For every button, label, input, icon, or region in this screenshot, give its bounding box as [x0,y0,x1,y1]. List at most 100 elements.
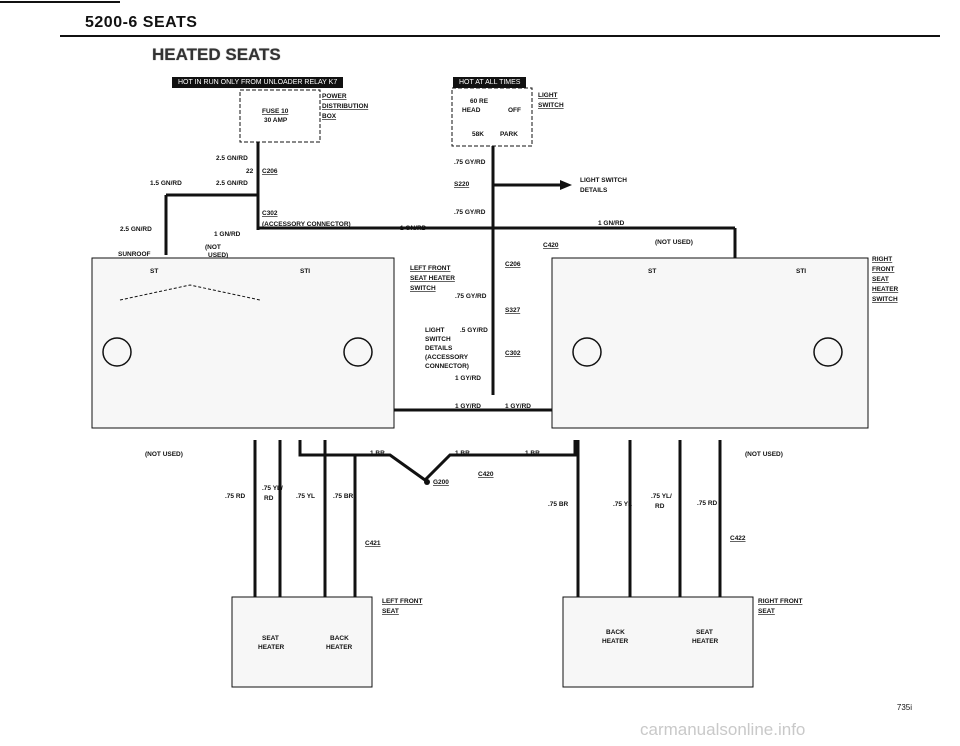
light-switch-details-1: LIGHT SWITCH [580,177,627,184]
not-used-right-2: (NOT USED) [745,451,783,458]
wire-1-gyrd-2: 1 GY/RD [455,403,481,410]
pin-22: 22 [246,168,254,175]
power-distribution-box [239,89,321,143]
connector-c302-a: C302 [262,210,278,217]
hot-in-run-label: HOT IN RUN ONLY FROM UNLOADER RELAY K7 [172,77,344,88]
wire-75-gyrd: .75 GY/RD [454,159,486,166]
light-switch-label-2: SWITCH [538,102,564,109]
wire-1-gnrd: 1 GN/RD [214,231,241,238]
connector-c421: C421 [365,540,381,547]
details2-2: SWITCH [425,336,451,343]
right-seat-box [562,596,754,688]
left-seat-heater-1: SEAT [262,635,279,642]
right-seat-heater-2: HEATER [692,638,719,645]
left-switch-label-3: SWITCH [410,285,436,292]
wire-1br-c: 1 BR [525,450,540,457]
section-title: HEATED SEATS [152,45,281,64]
left-switch-block [91,257,395,429]
right-indicator-lamp-2 [813,337,843,367]
right-switch-label-5: SWITCH [872,296,898,303]
light-pos-2: HEAD [462,107,481,114]
wire-rd-right: RD [655,503,665,510]
left-seat-label-2: SEAT [382,608,399,615]
left-back-heater-2: HEATER [326,644,353,651]
left-switch-label-2: SEAT HEATER [410,275,455,282]
light-switch-label-1: LIGHT [538,92,558,99]
sunroof-label: SUNROOF [118,251,151,258]
wire-1-gnrd-2: 1 GN/RD [400,225,427,232]
right-switch-label-1: RIGHT [872,256,892,263]
watermark: carmanualsonline.info [640,720,806,739]
light-pos-4: 58K [472,131,484,138]
left-indicator-lamp-2 [343,337,373,367]
wire-1br-b: 1 BR [455,450,470,457]
right-back-heater-2: HEATER [602,638,629,645]
left-seat-box [231,596,373,688]
not-used-right: (NOT USED) [655,239,693,246]
wire-75br-right: .75 BR [548,501,569,508]
details2-1: LIGHT [425,327,445,334]
wire-15-gnrd: 1.5 GN/RD [150,180,182,187]
wire-75yl-right: .75 YL [613,501,632,508]
pin-st-right: ST [648,268,656,275]
left-switch-label-1: LEFT FRONT [410,265,450,272]
wire-25-gnrd: 2.5 GN/RD [216,155,248,162]
right-back-heater-1: BACK [606,629,625,636]
power-dist-label-1: POWER [322,93,347,100]
wire-1br-a: 1 BR [370,450,385,457]
right-switch-block [551,257,869,429]
connector-c422: C422 [730,535,746,542]
pin-sti-right: STI [796,268,806,275]
light-pos-5: PARK [500,131,518,138]
power-dist-label-3: BOX [322,113,337,120]
wire-25-gnrd-2: 2.5 GN/RD [216,180,248,187]
not-used-stack-1: (NOT [205,244,221,251]
right-indicator-lamp [572,337,602,367]
right-seat-label-1: RIGHT FRONT [758,598,802,605]
wire-75yl-slash-right: .75 YL/ [651,493,672,500]
details2-4: (ACCESSORY [425,354,469,361]
wire-75-gyrd-3: .75 GY/RD [455,293,487,300]
wire-75br-left: .75 BR [333,493,354,500]
right-switch-label-2: FRONT [872,266,894,273]
light-switch-details-2: DETAILS [580,187,608,194]
splice-s327: S327 [505,307,521,314]
light-pos-1: 60 RE [470,98,489,105]
wire-75-gyrd-2: .75 GY/RD [454,209,486,216]
right-switch-label-3: SEAT [872,276,889,283]
not-used-left: (NOT USED) [145,451,183,458]
pin-st-left: ST [150,268,158,275]
connector-c420-a: C420 [543,242,559,249]
right-seat-heater-1: SEAT [696,629,713,636]
left-seat-heater-2: HEATER [258,644,285,651]
details2-3: DETAILS [425,345,453,352]
ground-g200: G200 [433,479,449,486]
wire-75yl-slash-left: .75 YL/ [262,485,283,492]
details2-5: CONNECTOR) [425,363,469,370]
wire-75yl-left: .75 YL [296,493,315,500]
wire-75rd-right: .75 RD [697,500,718,507]
accessory-connector-label: (ACCESSORY CONNECTOR) [262,221,351,228]
wire-25-gnrd-3: 2.5 GN/RD [120,226,152,233]
fuse-amp-label: 30 AMP [264,117,288,124]
wire-5-gyrd: .5 GY/RD [460,327,488,334]
hot-at-all-times-label: HOT AT ALL TIMES [453,77,527,88]
splice-s220: S220 [454,181,470,188]
left-back-heater-1: BACK [330,635,349,642]
connector-c302-b: C302 [505,350,521,357]
light-switch-box [451,87,533,147]
left-seat-label-1: LEFT FRONT [382,598,422,605]
light-pos-3: OFF [508,107,521,114]
page-number: 735i [896,703,912,712]
connector-c420-b: C420 [478,471,494,478]
page-title: 5200-6 SEATS [85,14,198,31]
connector-c206-b: C206 [505,261,521,268]
wire-rd-left: RD [264,495,274,502]
connector-c206-a: C206 [262,168,278,175]
wire-1-gyrd: 1 GY/RD [455,375,481,382]
wire-1-gnrd-3: 1 GN/RD [598,220,625,227]
fuse-label: FUSE 10 [262,108,289,115]
wire-75rd-left: .75 RD [225,493,246,500]
